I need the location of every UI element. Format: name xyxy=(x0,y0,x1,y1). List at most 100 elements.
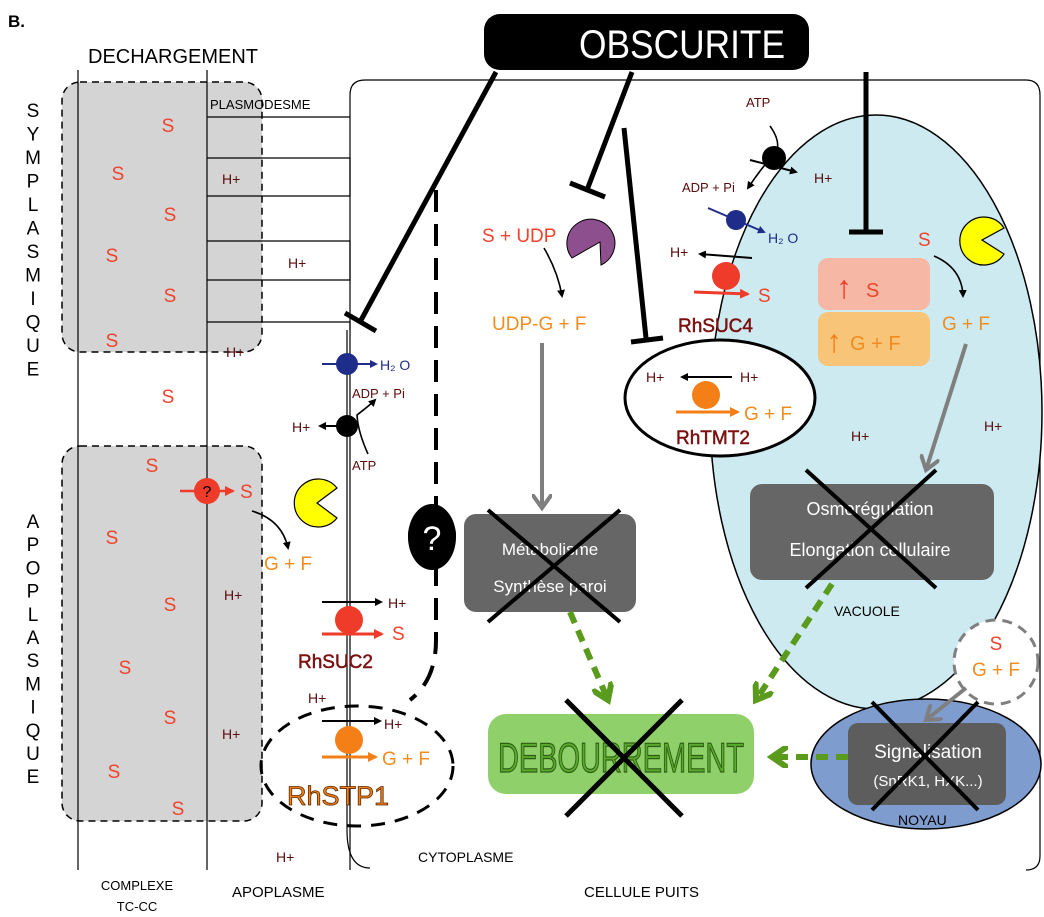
up-arrow-icon: ↑ xyxy=(826,323,842,359)
proton-label: H+ xyxy=(984,418,1002,434)
proton-labels: H+ H+ H+ H+ H+ H+ H+ H+ xyxy=(222,171,1002,865)
vertical-letter: S xyxy=(27,651,40,672)
plasmodesme-channel-4 xyxy=(207,321,351,330)
unknown-regulation-dashed-arrow xyxy=(408,190,438,702)
hexose-label: G + F xyxy=(850,333,901,355)
signalisation-detail-label: (SnRK1, HXK...) xyxy=(873,773,982,790)
sink-cell-outline xyxy=(349,79,1041,871)
cell-wall-synthesis-label: Synthèse paroi xyxy=(493,577,606,596)
cell-elongation-label: Elongation cellulaire xyxy=(789,540,950,560)
hydrolysis-arrow xyxy=(251,510,291,550)
vertical-letter: I xyxy=(30,698,35,719)
signalisation-blocked-cross-icon xyxy=(870,700,980,812)
proton-label: H+ xyxy=(224,587,242,603)
sucrose-label: S xyxy=(164,708,177,729)
proton-label: H+ xyxy=(814,170,832,186)
dechargement-label: DECHARGEMENT xyxy=(88,46,258,68)
apoplasmic-phloem-box xyxy=(61,445,263,822)
obscurite-banner xyxy=(484,14,809,70)
sucrose-label: S xyxy=(758,286,771,307)
debourrement-blocked-cross-icon xyxy=(564,698,684,818)
rhtmt2-ellipse xyxy=(623,338,817,458)
sucrose-label: S xyxy=(162,387,175,408)
vertical-letter: O xyxy=(26,558,41,579)
proton-label: H+ xyxy=(851,428,869,444)
vacuolar-invertase-icon xyxy=(959,216,1005,266)
proton-label: H+ xyxy=(222,726,240,742)
rhsuc2-label: RhSUC2 xyxy=(298,652,373,673)
sucrose-synthase-icon xyxy=(566,218,616,266)
sugar-signal-dashed-circle xyxy=(952,618,1040,706)
nucleus-label: NOYAU xyxy=(898,812,947,828)
vertical-letter: E xyxy=(27,360,40,381)
sucrose-label: S xyxy=(162,116,175,137)
symplasmic-phloem-box xyxy=(61,81,263,353)
rhstp1-label: RhSTP1 xyxy=(287,781,389,811)
water-label: H₂ O xyxy=(380,357,410,373)
vacuolar-hydrolysis-arrow xyxy=(933,255,967,298)
vertical-letter: P xyxy=(27,582,40,603)
plasmodesme-channel-3 xyxy=(207,240,351,281)
adp-pi-label: ADP + Pi xyxy=(682,180,735,195)
sucrose-label: S xyxy=(990,634,1003,655)
proton-label: H+ xyxy=(384,716,402,732)
sucrose-label: S xyxy=(918,230,931,251)
vertical-letter: Q xyxy=(26,313,41,334)
sucrose-label: S xyxy=(112,164,125,185)
sucrose-label: S xyxy=(106,528,119,549)
proton-label: H+ xyxy=(222,171,240,187)
sucrose-label: S xyxy=(164,595,177,616)
rhsuc4-transporter: H+ S RhSUC4 xyxy=(670,244,771,337)
rhsuc4-label: RhSUC4 xyxy=(678,316,753,337)
sucrose-label: S xyxy=(240,482,253,503)
vertical-letter: A xyxy=(27,219,40,240)
cell-wall-invertase-icon xyxy=(293,478,338,528)
atpase-pump-left: H+ ATP xyxy=(292,398,377,473)
plasmodesme-channel-2 xyxy=(207,157,351,197)
metabolism-blocked-cross-icon xyxy=(486,508,622,624)
water-label: H₂ O xyxy=(768,230,798,246)
green-effect-arrows xyxy=(567,582,848,757)
proton-label: H+ xyxy=(276,849,294,865)
sucrose-label: S xyxy=(108,762,121,783)
proton-label: H+ xyxy=(308,690,326,706)
vertical-letter: U xyxy=(26,336,40,357)
vertical-letter: Y xyxy=(27,125,40,146)
vertical-letter: E xyxy=(27,767,40,788)
vertical-letter: L xyxy=(28,195,39,216)
proton-label: H+ xyxy=(226,344,244,360)
vertical-letter: M xyxy=(25,148,41,169)
proton-label: H+ xyxy=(646,369,664,385)
udp-glucose-label: UDP-G + F xyxy=(492,314,586,335)
rhsuc2-transporter: H+ S RhSUC2 xyxy=(298,595,407,673)
cytoplasme-label: CYTOPLASME xyxy=(418,849,513,865)
vertical-letter: M xyxy=(25,674,41,695)
hexose-label: G + F xyxy=(972,660,1020,681)
proton-label: H+ xyxy=(388,595,406,611)
sucrose-label: S xyxy=(119,658,132,679)
proton-label: H+ xyxy=(670,244,688,260)
osmoregulation-label: Osmorégulation xyxy=(806,499,933,519)
rhtmt2-transporter: H+ H+ G + F RhTMT2 xyxy=(646,369,792,449)
vertical-letter: M xyxy=(25,266,41,287)
sucrose-label: S xyxy=(172,799,185,820)
sucrose-label: S xyxy=(106,246,119,267)
sucrose-label: S xyxy=(164,286,177,307)
phloem-sucrose-molecules: S S S S S S S S S S S S S S xyxy=(106,116,185,820)
sucrose-label: S xyxy=(866,280,879,302)
signal-gray-arrow xyxy=(926,686,968,720)
hexose-label: G + F xyxy=(942,314,990,335)
panel-label: B. xyxy=(8,12,25,31)
complexe-label: COMPLEXE xyxy=(101,878,174,893)
vertical-letter: S xyxy=(27,242,40,263)
hexose-label: G + F xyxy=(744,404,792,425)
signalisation-box xyxy=(848,723,1006,805)
tonoplast-water-channel: H₂ O xyxy=(707,207,798,246)
vertical-letter: U xyxy=(26,744,40,765)
sucrose-udp-label: S + UDP xyxy=(482,226,556,247)
synthase-reaction-arrow xyxy=(543,247,565,298)
adp-pi-label: ADP + Pi xyxy=(352,386,405,401)
up-arrow-icon: ↑ xyxy=(836,269,852,305)
